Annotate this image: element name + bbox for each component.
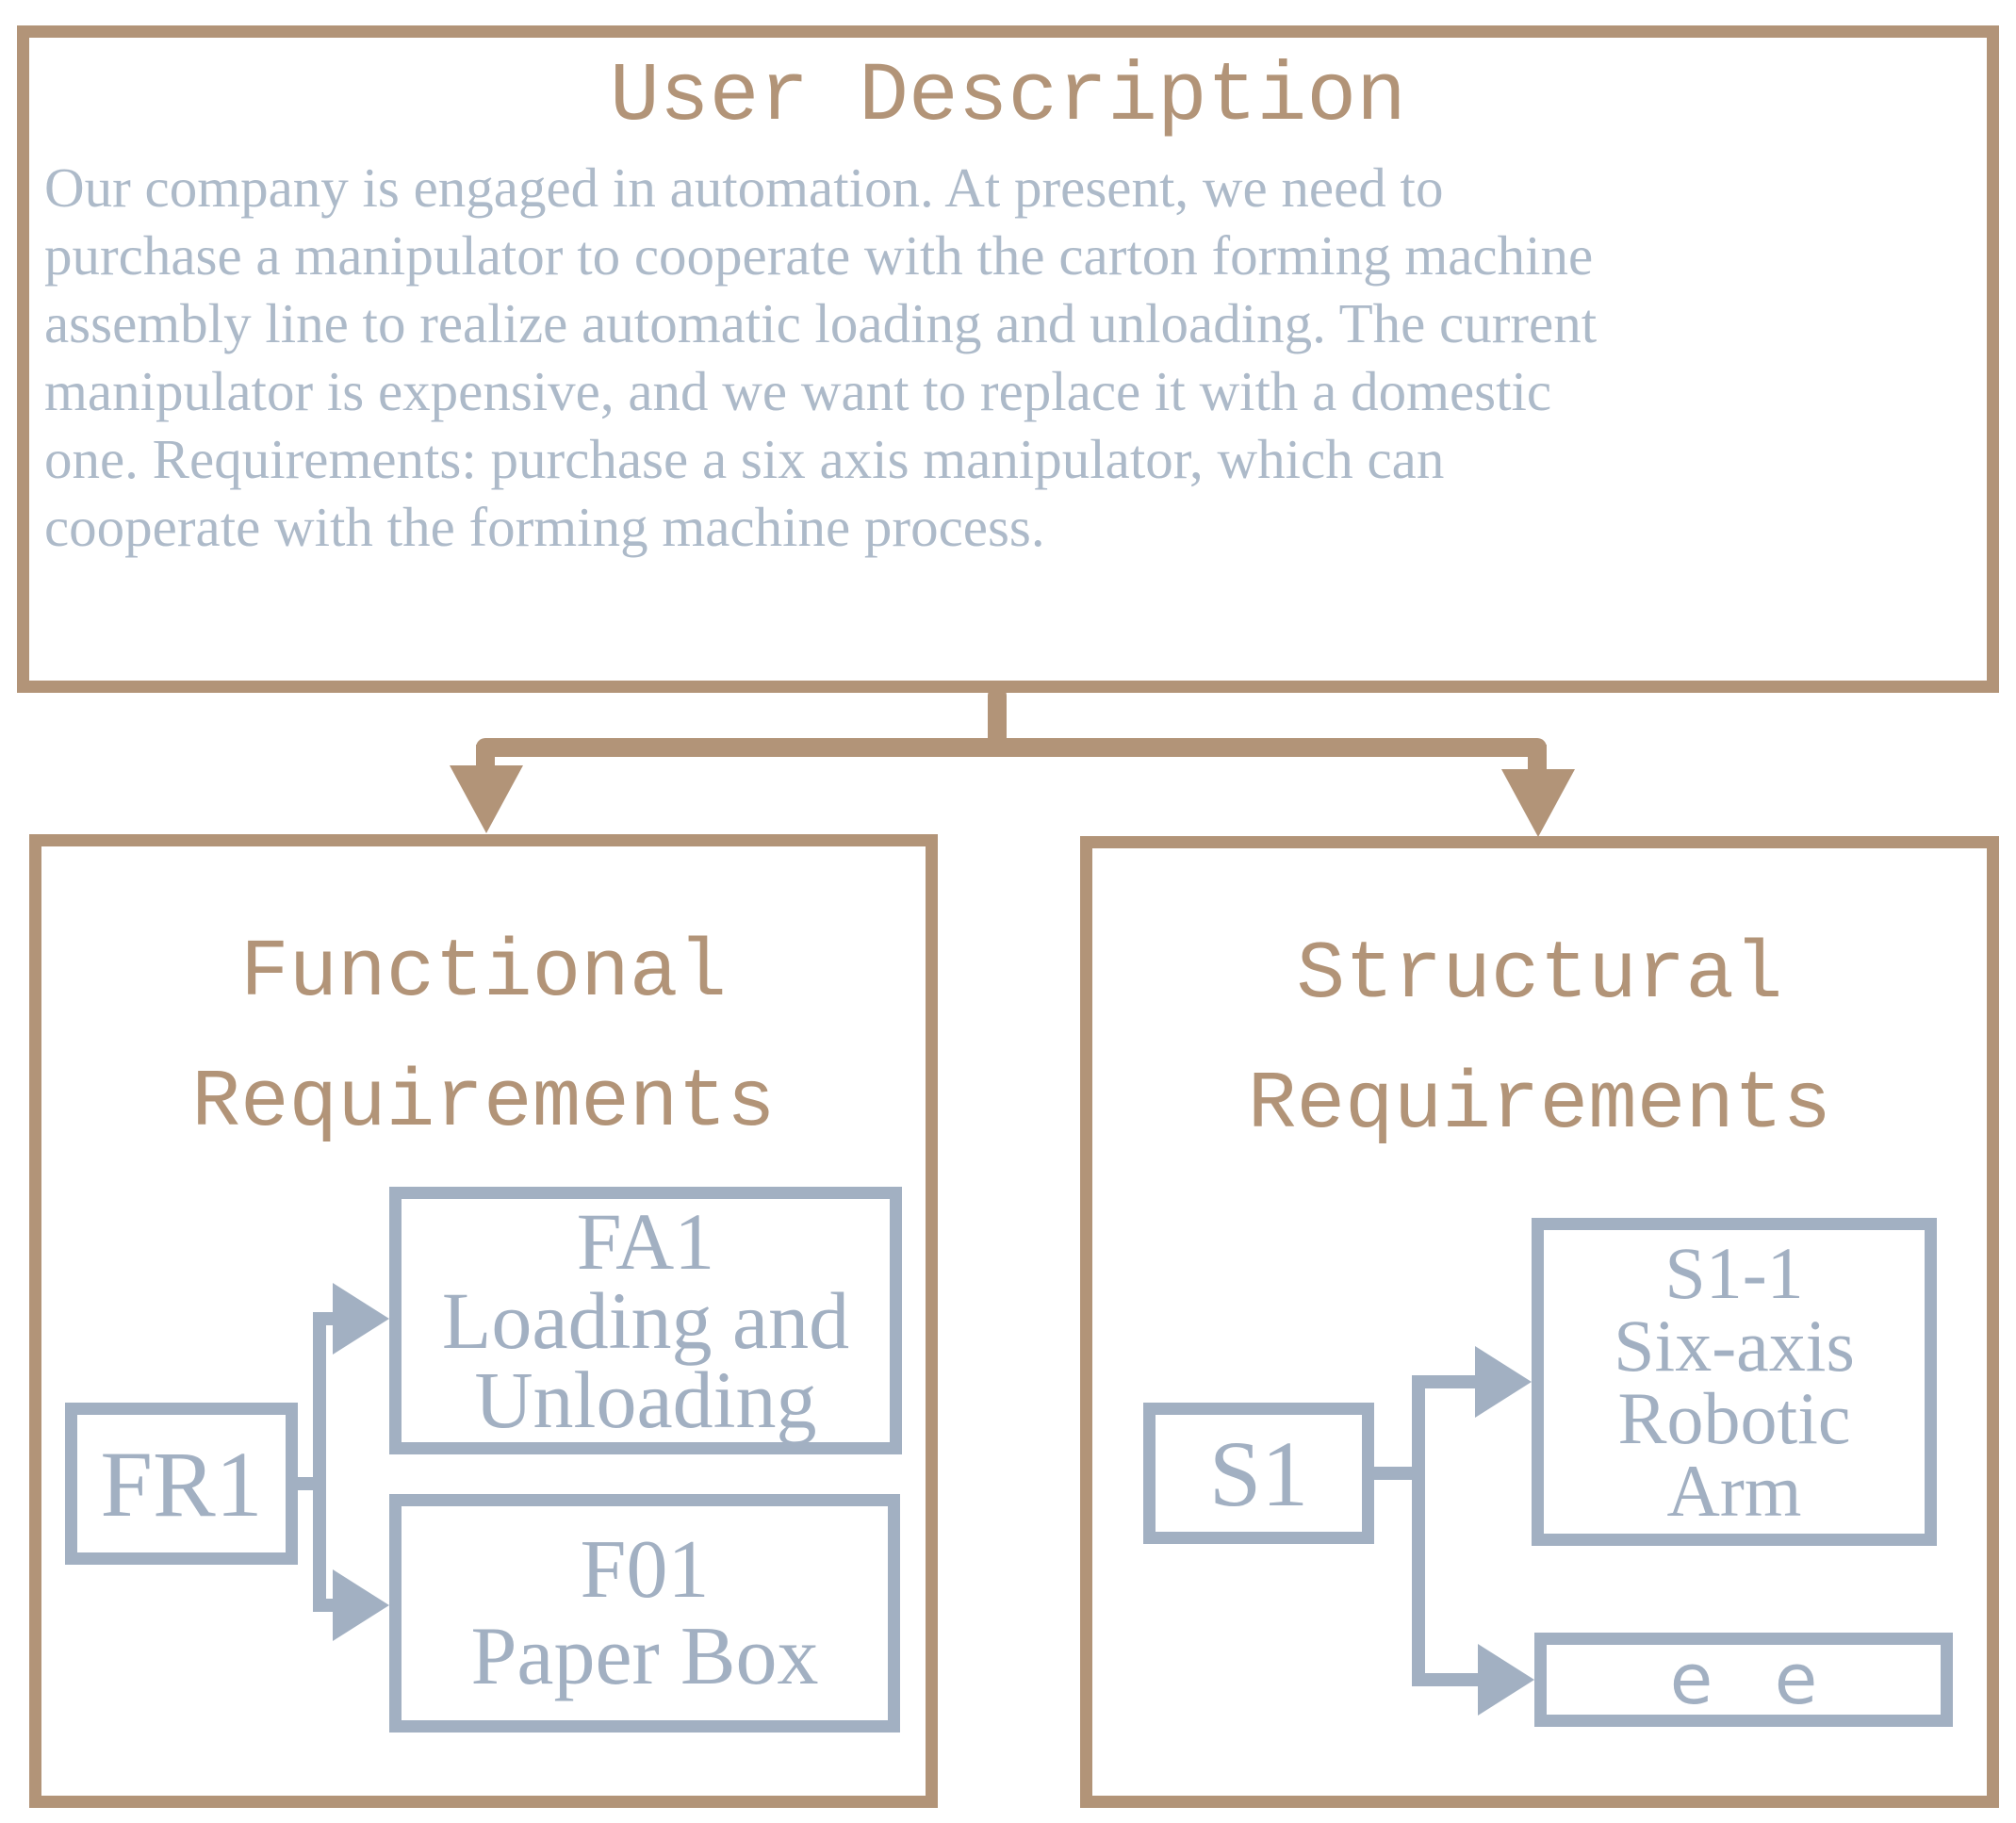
fa1-line: Loading and	[441, 1275, 850, 1366]
body-line: Our company is engaged in automation. At…	[44, 156, 1444, 219]
fa1-line: FA1	[576, 1196, 715, 1287]
functional-requirements-panel: Functional Requirements FR1 FA1 Loading …	[29, 834, 938, 1808]
fr1-connector-vertical	[313, 1312, 326, 1612]
user-description-title: User Description	[610, 51, 1406, 144]
f01-line: Paper Box	[470, 1610, 819, 1702]
body-line: purchase a manipulator to cooperate with…	[44, 224, 1594, 287]
body-line: one. Requirements: purchase a six axis m…	[44, 428, 1445, 490]
body-line: manipulator is expensive, and we want to…	[44, 360, 1552, 422]
fr1-node: FR1	[65, 1403, 298, 1565]
structural-requirements-title: Structural Requirements	[1092, 910, 1987, 1170]
s1-connector-top-elbow	[1412, 1375, 1482, 1388]
connector-crossbar	[476, 738, 1547, 757]
s1-2-node: e e	[1534, 1633, 1953, 1727]
arrow-down-right-icon	[1501, 769, 1575, 837]
body-line: cooperate with the forming machine proce…	[44, 496, 1045, 558]
s1-1-line: Robotic	[1617, 1377, 1851, 1459]
s1-connector-bottom-elbow	[1412, 1673, 1482, 1686]
structural-requirements-panel: Structural Requirements S1 S1-1 Six-axis…	[1080, 836, 1999, 1808]
connector-stem	[988, 686, 1007, 752]
functional-requirements-title: Functional Requirements	[41, 908, 926, 1168]
s1-1-line: Six-axis	[1614, 1305, 1855, 1387]
title-line: Structural	[1296, 928, 1783, 1021]
f01-node: F01 Paper Box	[389, 1494, 900, 1733]
fa1-node: FA1 Loading and Unloading	[389, 1187, 902, 1454]
fr1-label: FR1	[100, 1431, 263, 1536]
arrow-right-s11-icon	[1475, 1346, 1532, 1418]
s1-node: S1	[1143, 1403, 1374, 1544]
s1-1-line: Arm	[1666, 1450, 1802, 1532]
title-line: Requirements	[191, 1057, 776, 1149]
f01-line: F01	[580, 1523, 710, 1616]
s1-connector-vertical	[1412, 1375, 1425, 1686]
s1-2-label: e e	[1669, 1639, 1818, 1720]
arrow-right-s12-icon	[1478, 1644, 1534, 1716]
user-description-box: User Description Our company is engaged …	[17, 25, 1999, 693]
arrow-right-f01-icon	[333, 1569, 389, 1641]
user-description-body: Our company is engaged in automation. At…	[44, 154, 1968, 561]
title-line: Functional	[239, 927, 728, 1019]
connector-right-drop	[1528, 745, 1547, 775]
s1-1-line: S1-1	[1664, 1232, 1804, 1314]
arrow-down-left-icon	[450, 765, 523, 833]
title-line: Requirements	[1247, 1059, 1832, 1151]
s1-label: S1	[1208, 1421, 1309, 1526]
fa1-line: Unloading	[474, 1355, 817, 1445]
s1-1-node: S1-1 Six-axis Robotic Arm	[1532, 1218, 1937, 1546]
body-line: assembly line to realize automatic loadi…	[44, 292, 1598, 354]
arrow-right-fa1-icon	[333, 1283, 389, 1355]
